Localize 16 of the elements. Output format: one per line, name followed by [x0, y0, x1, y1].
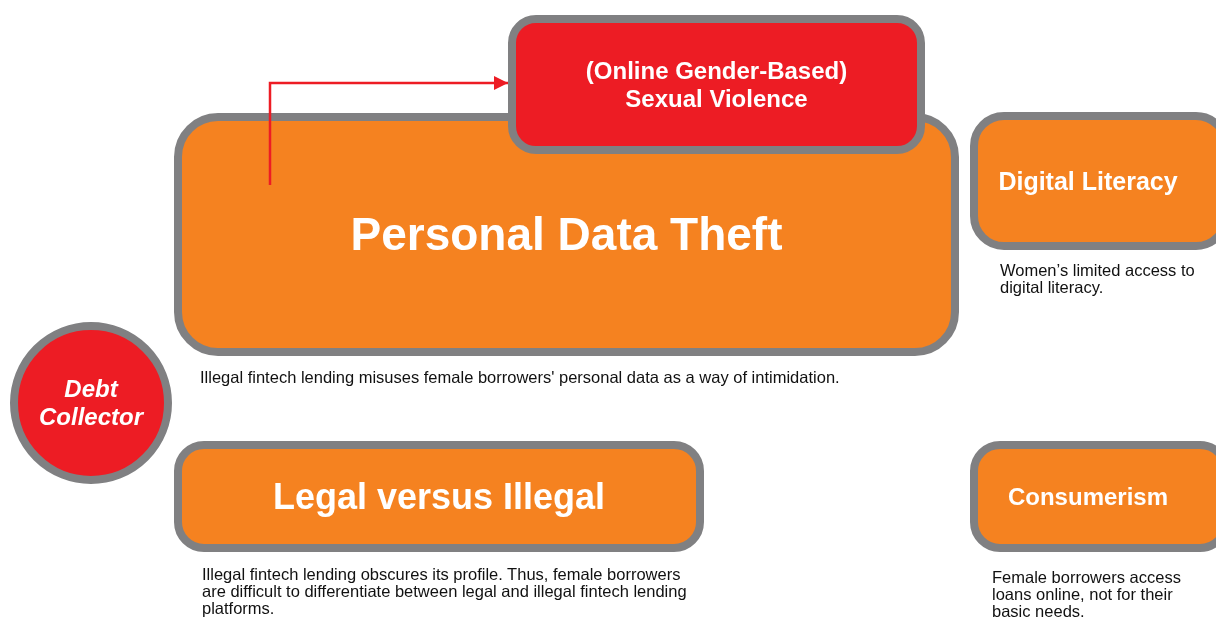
caption-text: Illegal fintech lending obscures its profile. Thus, female borrowers are difficult to differentiate between legal and illegal fintech lending platforms. — [202, 566, 688, 617]
node-title: Personal Data Theft — [350, 208, 783, 261]
rounded-box — [508, 15, 925, 154]
rounded-box — [174, 441, 704, 552]
rounded-box — [970, 441, 1216, 552]
caption-text: Female borrowers access loans online, not for their basic needs. — [992, 569, 1182, 620]
node-title: Consumerism — [1007, 482, 1168, 511]
rounded-box — [174, 113, 959, 356]
caption-text: Illegal fintech lending misuses female borrowers' personal data as a way of intimidation. — [200, 369, 841, 386]
node-title: Debt Collector — [38, 375, 145, 431]
arrow — [268, 76, 508, 185]
rounded-box — [970, 112, 1216, 250]
node-title: (Online Gender-Based) Sexual Violence — [584, 56, 849, 113]
node-title: Digital Literacy — [998, 166, 1178, 196]
caption-text: Women’s limited access to digital literacy. — [1000, 262, 1196, 296]
node-title: Legal versus Illegal — [272, 475, 606, 518]
